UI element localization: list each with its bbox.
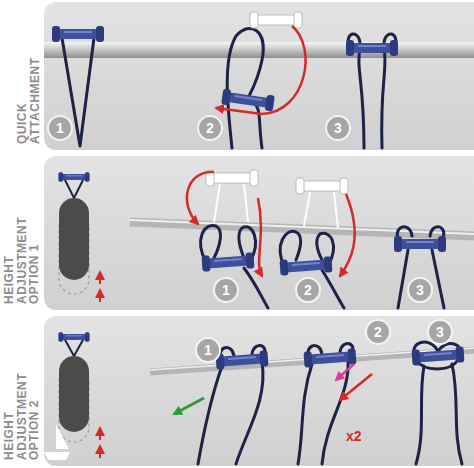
step-number: 2 — [365, 319, 391, 345]
step-number: 3 — [325, 115, 351, 141]
step-number-text: 1 — [49, 120, 71, 136]
panel-heading: HEIGHT ADJUSTMENT OPTION 2 — [3, 348, 41, 460]
step-number: 2 — [197, 115, 223, 141]
step-number-text: 2 — [199, 120, 221, 136]
repeat-count: x2 — [344, 428, 364, 444]
step-panel: HEIGHT ADJUSTMENT OPTION 2123 — [44, 316, 474, 466]
step-number: 3 — [407, 277, 433, 303]
step-number: 1 — [47, 115, 73, 141]
step-number-text: 1 — [215, 282, 237, 298]
step-number-text: 3 — [429, 324, 451, 340]
step-number: 3 — [427, 319, 453, 345]
panel-heading: QUICK ATTACHMENT — [16, 32, 41, 144]
step-number-text: 1 — [197, 342, 219, 358]
step-number: 2 — [295, 277, 321, 303]
step-number-text: 2 — [297, 282, 319, 298]
step-number-text: 2 — [367, 324, 389, 340]
panel-heading: HEIGHT ADJUSTMENT OPTION 1 — [3, 192, 41, 304]
step-number-text: 3 — [327, 120, 349, 136]
step-number: 1 — [213, 277, 239, 303]
step-number-text: 3 — [409, 282, 431, 298]
step-number: 1 — [195, 337, 221, 363]
